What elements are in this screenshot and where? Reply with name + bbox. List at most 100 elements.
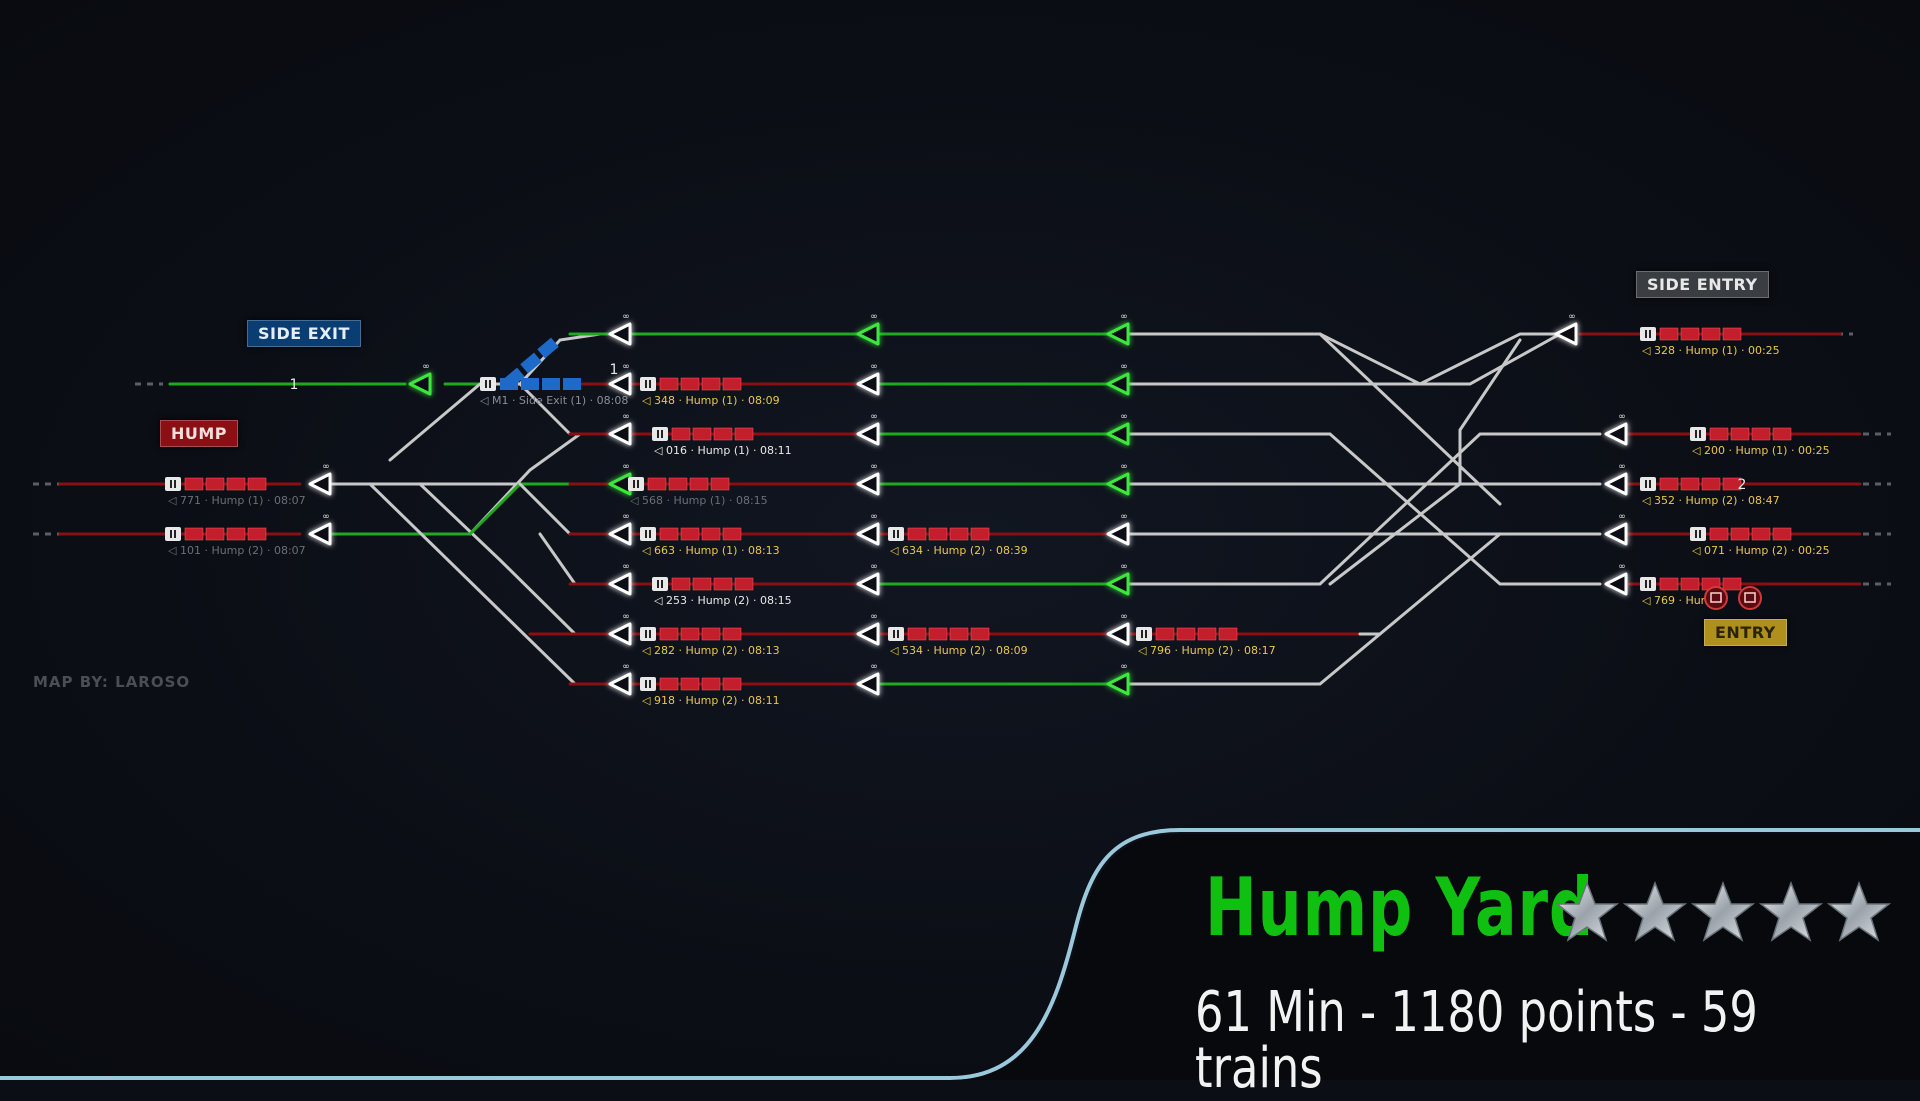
signal-delay-icon: ∞ (870, 412, 878, 422)
train-label: ◁ 663 · Hump (1) · 08:13 (642, 544, 780, 557)
train-wagon (689, 477, 709, 491)
signal-icon (1604, 422, 1628, 446)
signal-icon (608, 372, 632, 396)
train-label: ◁ 634 · Hump (2) · 08:39 (890, 544, 1028, 557)
train (652, 427, 754, 441)
train-wagon (1772, 427, 1792, 441)
train-wagon (680, 677, 700, 691)
signal-icon (856, 522, 880, 546)
train-locomotive (165, 477, 181, 491)
train (888, 627, 990, 641)
signal-delay-icon: ∞ (870, 312, 878, 322)
train-wagon (701, 627, 721, 641)
side-exit-zone[interactable]: SIDE EXIT (247, 320, 361, 347)
train-locomotive (165, 527, 181, 541)
signal-icon (608, 422, 632, 446)
train-wagon (1680, 477, 1700, 491)
signal-icon (308, 472, 332, 496)
train-locomotive (1640, 577, 1656, 591)
train (640, 527, 742, 541)
train-label: ◁ 769 · Hum (1642, 594, 1711, 607)
train-wagon (184, 527, 204, 541)
level-title: Hump Yard (1205, 861, 1595, 954)
train-locomotive (1690, 527, 1706, 541)
signal-delay-icon: ∞ (622, 662, 630, 672)
signal-icon (1604, 522, 1628, 546)
signal-delay-icon: ∞ (422, 362, 430, 372)
train-wagon (1730, 527, 1750, 541)
train-locomotive (1136, 627, 1152, 641)
train-wagon (949, 627, 969, 641)
train-wagon (503, 367, 525, 389)
signal-delay-icon: ∞ (622, 412, 630, 422)
signal-icon (856, 572, 880, 596)
train-wagon (1176, 627, 1196, 641)
train-wagon (1722, 577, 1742, 591)
train-label: ◁ 568 · Hump (1) · 08:15 (630, 494, 768, 507)
side-entry-zone[interactable]: SIDE ENTRY (1636, 271, 1769, 298)
alert-icon (1704, 586, 1728, 610)
train-wagon (1680, 577, 1700, 591)
train-locomotive (1640, 327, 1656, 341)
train-label: ◁ 071 · Hump (2) · 00:25 (1692, 544, 1830, 557)
signal-delay-icon: ∞ (1120, 512, 1128, 522)
hump-zone[interactable]: HUMP (160, 420, 239, 447)
signal-delay-icon: ∞ (1120, 562, 1128, 572)
signal-delay-icon: ∞ (622, 462, 630, 472)
train-label: ◁ M1 · Side Exit (1) · 08:08 (480, 394, 628, 407)
train-wagon (701, 677, 721, 691)
train-locomotive (480, 377, 496, 391)
train-locomotive (640, 627, 656, 641)
alert-icon (1738, 586, 1762, 610)
train (1690, 427, 1792, 441)
train-wagon (205, 477, 225, 491)
train-label: ◁ 348 · Hump (1) · 08:09 (642, 394, 780, 407)
train-wagon (970, 527, 990, 541)
train-wagon (184, 477, 204, 491)
train (480, 377, 581, 391)
train (1640, 577, 1742, 591)
signal-icon (608, 572, 632, 596)
signal-delay-icon: ∞ (322, 462, 330, 472)
signal-delay-icon: ∞ (870, 662, 878, 672)
track-switch (1398, 332, 1562, 386)
signal-icon (1106, 322, 1130, 346)
train-wagon (1709, 527, 1729, 541)
train-wagon (907, 527, 927, 541)
train (628, 477, 730, 491)
train-wagon (734, 427, 754, 441)
signal-delay-icon: ∞ (622, 362, 630, 372)
signal-delay-icon: ∞ (1568, 312, 1576, 322)
train-wagon (1218, 627, 1238, 641)
star-icon (1555, 880, 1619, 942)
signal-delay-icon: ∞ (1120, 312, 1128, 322)
train-wagon (1722, 327, 1742, 341)
signal-icon (608, 322, 632, 346)
entry-zone[interactable]: ENTRY (1704, 619, 1787, 646)
signal-icon (1554, 322, 1578, 346)
train-wagon (668, 477, 688, 491)
train-wagon (722, 627, 742, 641)
train-wagon (1197, 627, 1217, 641)
signal-icon (1106, 622, 1130, 646)
train-wagon (247, 477, 267, 491)
track-switch (468, 482, 602, 536)
train-wagon (722, 377, 742, 391)
signal-icon (608, 622, 632, 646)
signal-delay-icon: ∞ (1618, 412, 1626, 422)
train-wagon (671, 427, 691, 441)
train-wagon (713, 577, 733, 591)
train-label: ◁ 352 · Hump (2) · 08:47 (1642, 494, 1780, 507)
star-rating (1555, 880, 1891, 944)
train-wagon (680, 377, 700, 391)
signal-delay-icon: ∞ (870, 362, 878, 372)
track-switch (1118, 332, 1422, 386)
signal-delay-icon: ∞ (870, 462, 878, 472)
track-switch (1328, 338, 1522, 586)
train-label: ◁ 253 · Hump (2) · 08:15 (654, 594, 792, 607)
train-locomotive (652, 577, 668, 591)
signal-icon (1106, 422, 1130, 446)
train-wagon (722, 677, 742, 691)
train-wagon (1751, 427, 1771, 441)
map-credit: MAP BY: LAROSO (33, 673, 191, 691)
